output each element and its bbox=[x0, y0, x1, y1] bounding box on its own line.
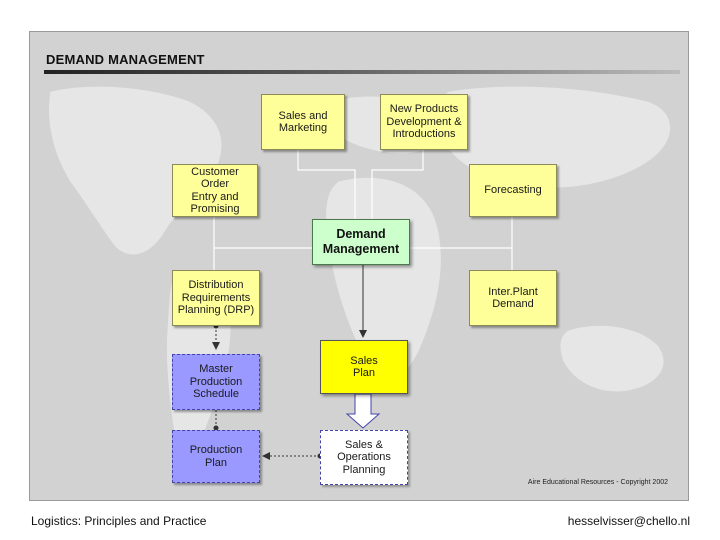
copyright-notice: Aire Educational Resources - Copyright 2… bbox=[527, 479, 668, 486]
hollow-arrow-salesplan-sop bbox=[345, 393, 381, 429]
box-sales-and-operations-planning: Sales & Operations Planning bbox=[320, 430, 408, 485]
box-forecasting: Forecasting bbox=[469, 164, 557, 217]
box-distribution-requirements-planning: Distribution Requirements Planning (DRP) bbox=[172, 270, 260, 326]
box-production-plan: Production Plan bbox=[172, 430, 260, 483]
link-new-products bbox=[371, 150, 424, 219]
diagram-connectors bbox=[212, 150, 513, 460]
box-sales-and-marketing: Sales and Marketing bbox=[261, 94, 345, 150]
link-right-bus bbox=[410, 217, 513, 249]
slide-title: DEMAND MANAGEMENT bbox=[46, 52, 205, 67]
title-underline bbox=[44, 70, 680, 74]
slide-frame: DEMAND MANAGEMENT bbox=[29, 31, 689, 501]
footer-email: hesselvisser@chello.nl bbox=[567, 514, 690, 528]
box-interplant-demand: Inter.Plant Demand bbox=[469, 270, 557, 326]
box-master-production-schedule: Master Production Schedule bbox=[172, 354, 260, 410]
link-left-bus bbox=[213, 217, 312, 249]
box-customer-order-entry: Customer Order Entry and Promising bbox=[172, 164, 258, 217]
footer-course-title: Logistics: Principles and Practice bbox=[31, 514, 207, 528]
box-demand-management: Demand Management bbox=[312, 219, 410, 265]
box-new-products-development: New Products Development & Introductions bbox=[380, 94, 468, 150]
box-sales-plan: Sales Plan bbox=[320, 340, 408, 394]
link-sales-marketing bbox=[297, 150, 356, 219]
